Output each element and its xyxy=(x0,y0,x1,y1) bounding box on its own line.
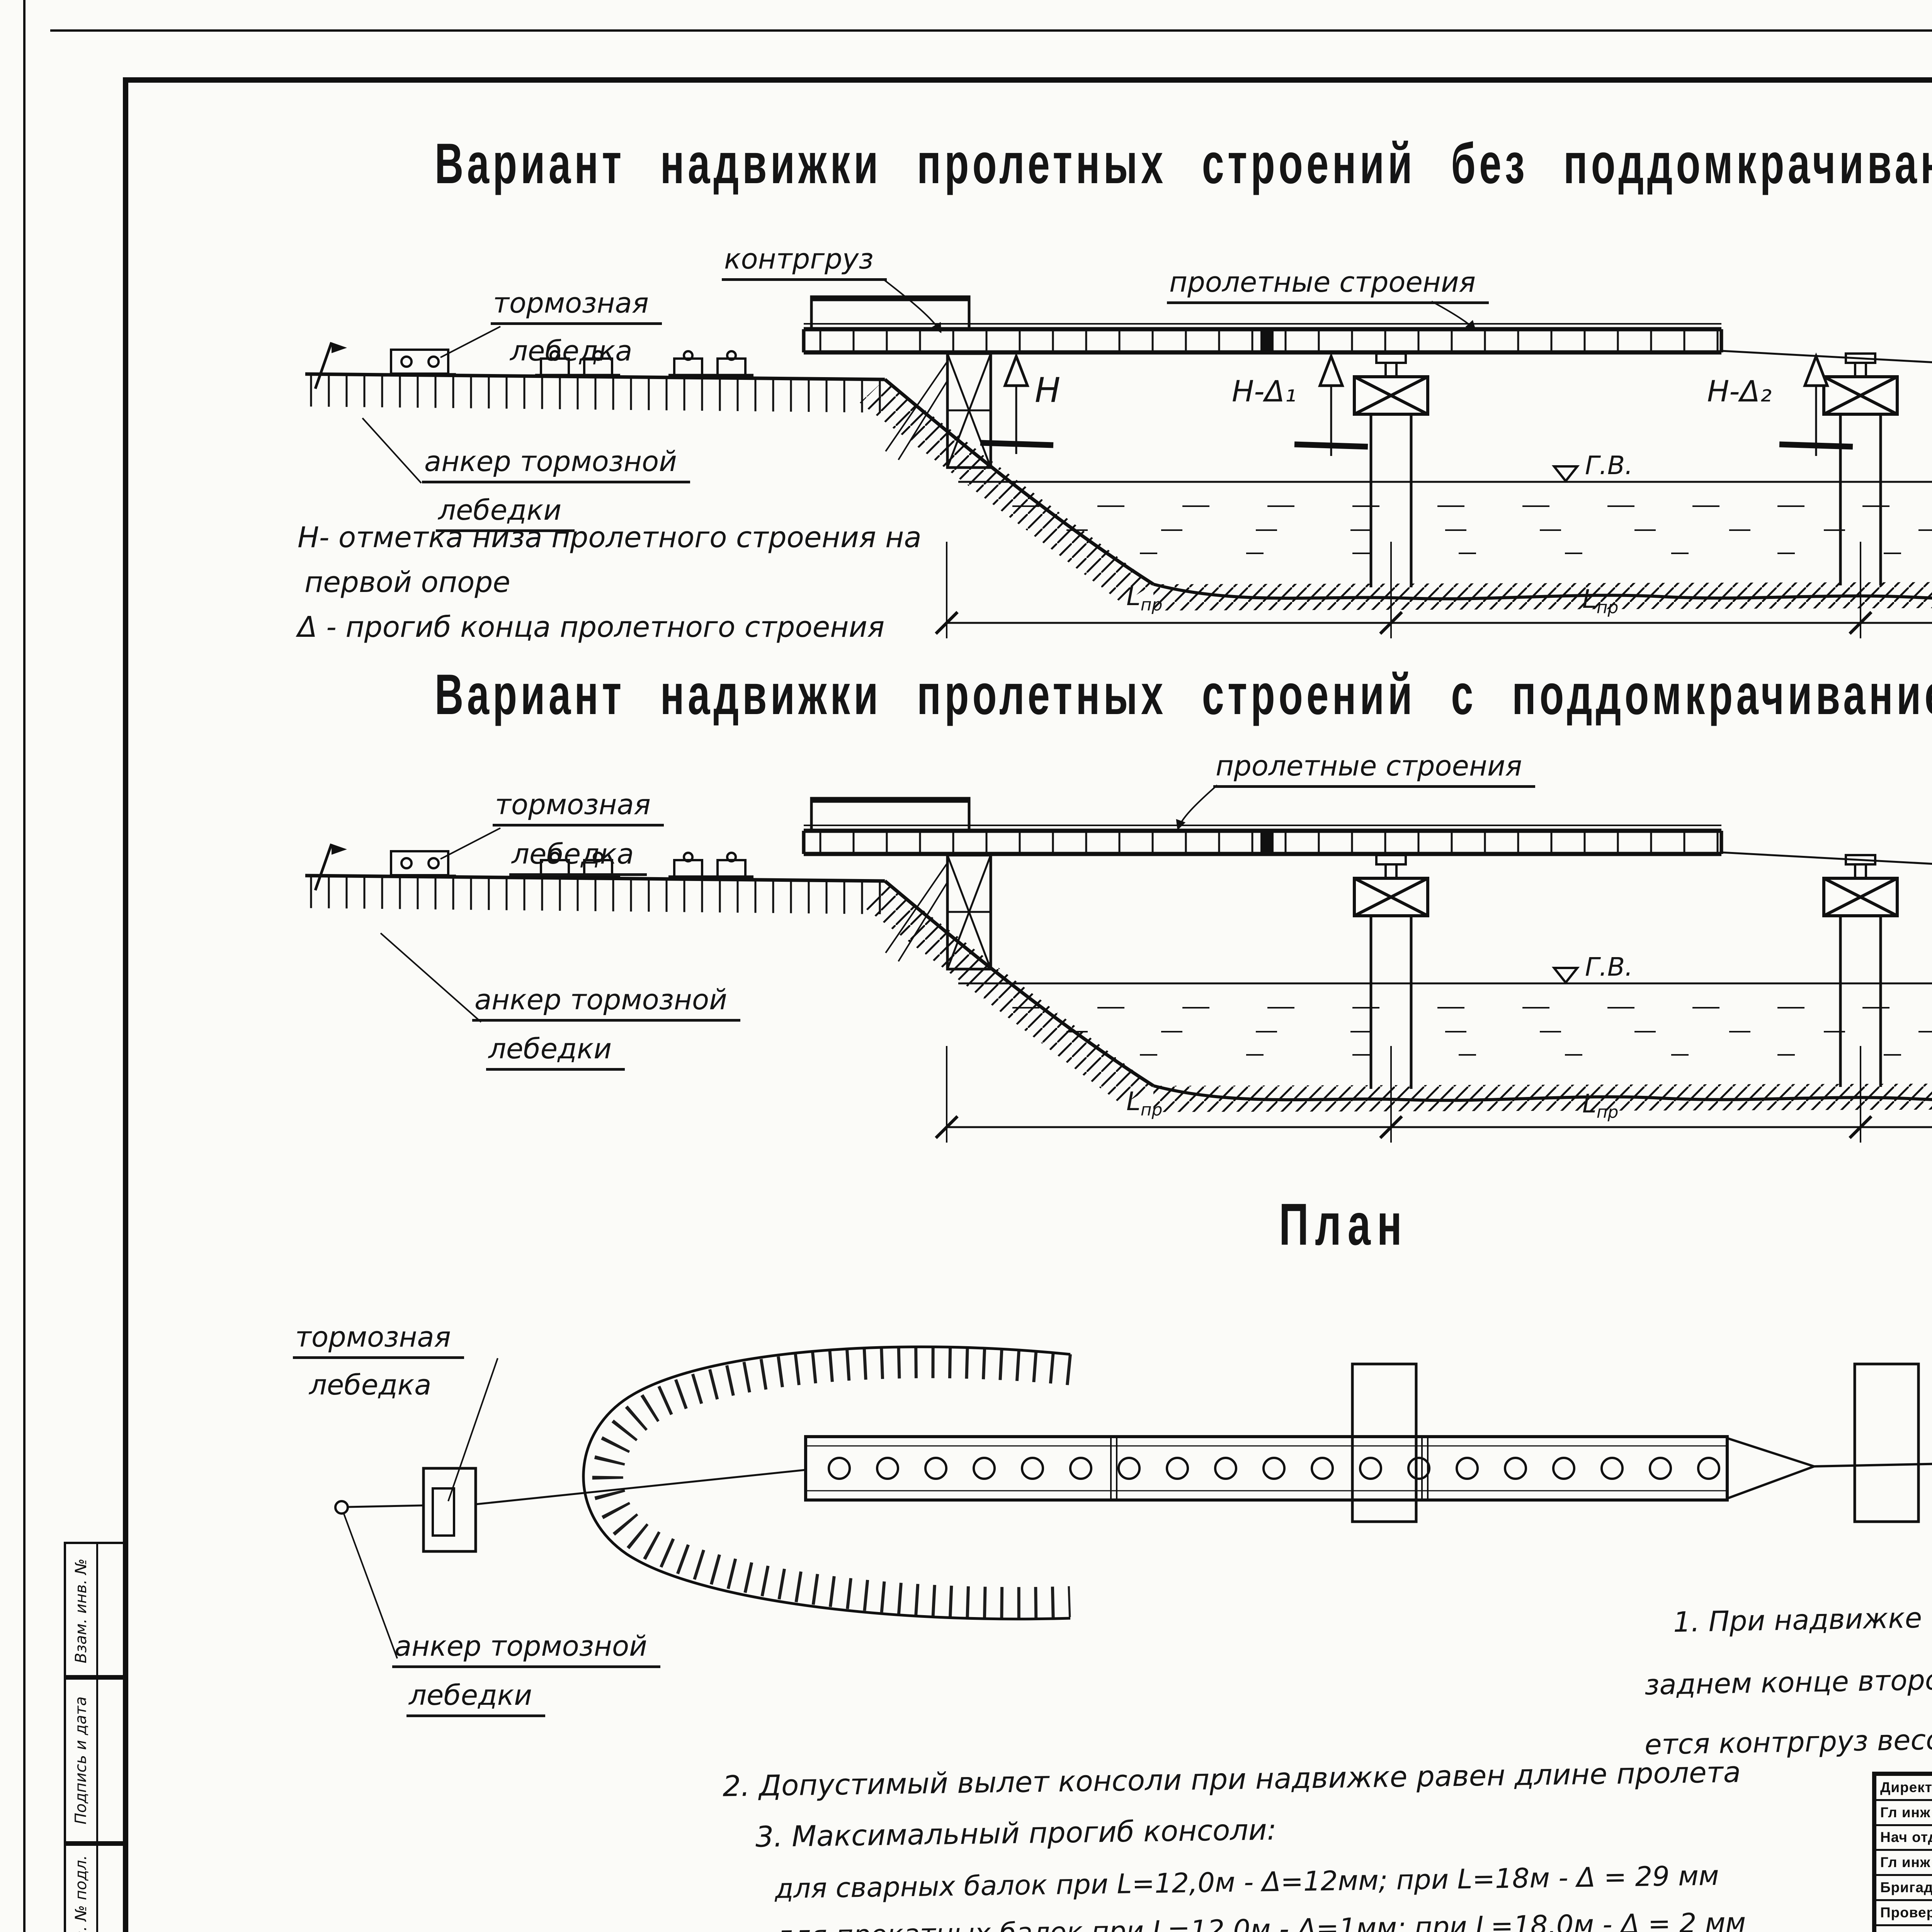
brake-winch-elev1 xyxy=(314,342,456,389)
legend-line3: Δ - прогиб конца пролетного строения xyxy=(298,611,885,644)
span-length-2a: Lпр xyxy=(1126,1087,1163,1120)
brake-winch-elev2 xyxy=(314,843,456,891)
title-plan: План xyxy=(1279,1191,1408,1258)
scan-edge-top xyxy=(50,29,1932,32)
label-brake-winch-1b: лебедка xyxy=(510,335,633,367)
h-arrow-pier1 xyxy=(1294,352,1368,456)
sidebar-box-vzam: Взам. инв. № xyxy=(64,1542,126,1680)
label-anchor-2b: лебедки xyxy=(486,1032,625,1071)
label-h-d1: Н-Δ₁ xyxy=(1232,374,1297,408)
h-arrow-pier2 xyxy=(1779,352,1853,456)
label-anchor-3a: анкер тормозной xyxy=(392,1630,660,1668)
table-row: Нач отд Стихин xyxy=(1876,1826,1932,1851)
pier-1-v2 xyxy=(1353,854,1429,1089)
table-row: Проверил Пастух xyxy=(1876,1901,1932,1926)
table-row: Гл инж Пляшкин xyxy=(1876,1801,1932,1826)
plan-view xyxy=(334,1345,1932,1659)
label-brake-winch-2b: лебедка xyxy=(509,838,647,876)
roller-stands-elev2 xyxy=(535,852,753,879)
title-block: Директор Солодарь Гл инж Пляшкин Нач отд… xyxy=(1872,1772,1932,1932)
label-h-d2: Н-Δ₂ xyxy=(1707,374,1772,408)
dimension-line-elev2 xyxy=(935,1046,1932,1143)
pier-1 xyxy=(1353,352,1429,587)
title-variant1: Вариант надвижки пролетных строений без … xyxy=(435,131,1932,196)
pier-2 xyxy=(1822,352,1899,585)
elevation-1 xyxy=(305,278,1932,638)
table-row: Директор Солодарь xyxy=(1876,1776,1932,1801)
span-length-1b: Lпр xyxy=(1582,584,1619,618)
label-spans-1: пролетные строения xyxy=(1167,266,1489,304)
sheet-frame xyxy=(123,77,1932,1932)
sidebar-box-inv: Инв. № подл. xyxy=(64,1841,126,1932)
label-counterweight: контргруз xyxy=(722,243,887,281)
label-brake-winch-2a: тормозная xyxy=(493,788,664,827)
span-length-2b: Lпр xyxy=(1582,1089,1619,1122)
table-row: Бригадир Немировск xyxy=(1876,1876,1932,1901)
label-spans-2: пролетные строения xyxy=(1213,750,1535,788)
signature-table: Директор Солодарь Гл инж Пляшкин Нач отд… xyxy=(1876,1776,1932,1932)
label-water-level-1: Г.В. xyxy=(1585,451,1633,480)
label-brake-winch-3a: тормозная xyxy=(293,1321,464,1359)
label-h: Н xyxy=(1035,370,1061,410)
elevation-2 xyxy=(305,784,1932,1143)
label-brake-winch-3b: лебедка xyxy=(309,1369,432,1401)
h-arrow-abutment xyxy=(980,352,1054,454)
sidebar-box-podpis: Подпись и дата xyxy=(64,1675,126,1846)
pier-2-v2 xyxy=(1822,854,1899,1087)
label-anchor-1b: лебедки xyxy=(436,494,575,532)
span-length-1a: Lпр xyxy=(1126,582,1163,615)
legend-line1: Н- отметка низа пролетного строения на xyxy=(298,521,922,554)
table-row: Гл инж пр Стихин xyxy=(1876,1851,1932,1876)
label-water-level-2: Г.В. xyxy=(1585,952,1633,982)
title-variant2: Вариант надвижки пролетных строений с по… xyxy=(435,662,1932,726)
table-row: Исполнил Ргеовкина xyxy=(1876,1926,1932,1932)
legend-line2: первой опоре xyxy=(304,566,510,599)
label-anchor-3b: лебедки xyxy=(406,1679,546,1717)
label-anchor-2a: анкер тормозной xyxy=(472,983,740,1022)
label-anchor-1a: анкер тормозной xyxy=(422,445,690,483)
scan-edge-left xyxy=(23,0,26,1932)
roller-stands-elev1 xyxy=(535,350,753,378)
dimension-line-elev1 xyxy=(935,542,1932,638)
label-brake-winch-1a: тормозная xyxy=(491,287,662,325)
